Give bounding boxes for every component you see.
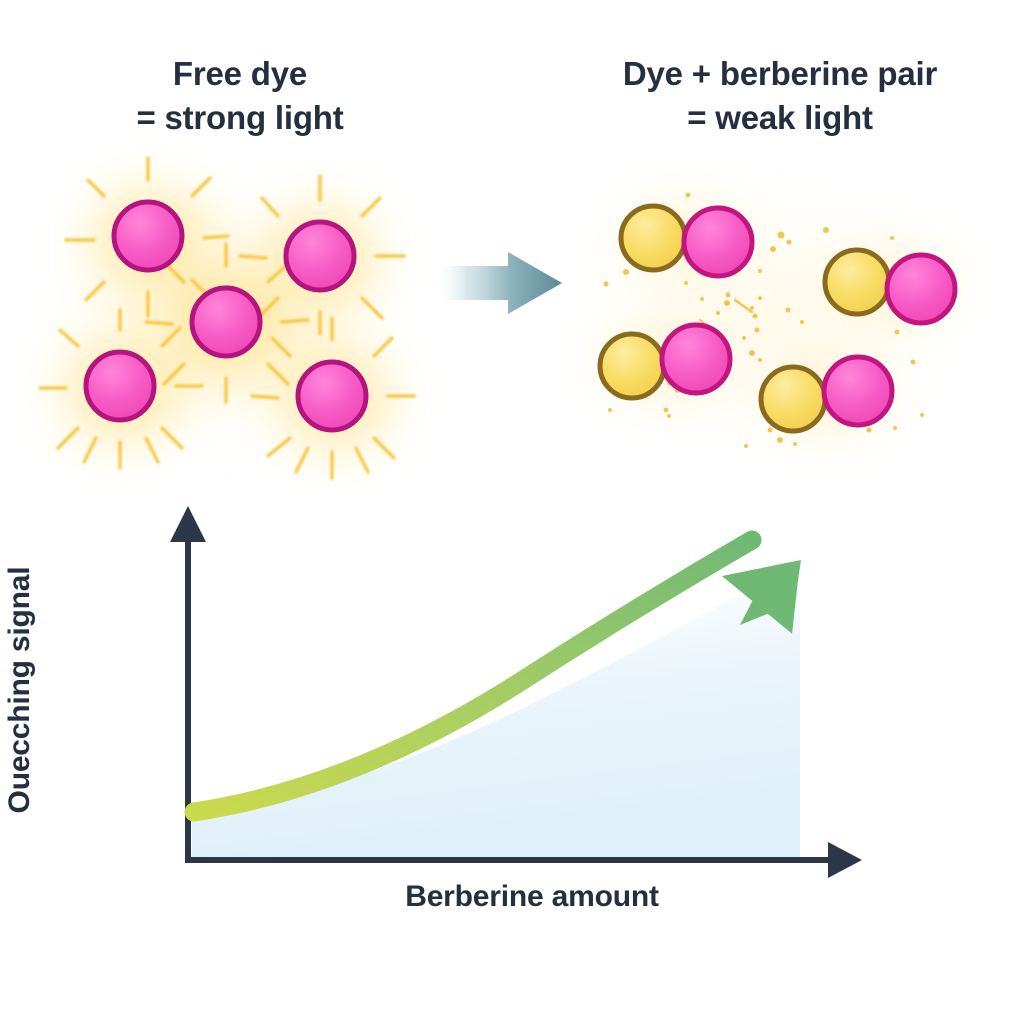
dye-particle <box>111 199 185 273</box>
trend-curve <box>184 530 762 822</box>
dye-particle <box>83 349 157 423</box>
dye-berberine-pair <box>597 322 733 401</box>
trend-arrow <box>184 530 801 822</box>
dye-particle <box>189 285 263 359</box>
dye-berberine-pair <box>758 354 895 434</box>
free-dye-rays <box>38 156 416 480</box>
chart-area-fill <box>192 562 800 858</box>
dye-particle <box>283 219 357 293</box>
chart-y-axis-label: Ouecching signal <box>3 566 36 814</box>
dye-berberine-pair <box>618 203 755 279</box>
dye-particle <box>884 252 958 326</box>
x-axis-arrowhead <box>828 842 862 878</box>
y-axis-arrowhead <box>170 506 206 542</box>
chart-x-axis-label: Berberine amount <box>405 880 659 913</box>
free-dye-particles <box>83 199 369 433</box>
dye-berberine-pair <box>822 247 958 326</box>
dye-particle <box>681 205 755 279</box>
trend-arrowhead-solid <box>722 560 801 632</box>
dye-berberine-pairs <box>597 203 958 434</box>
dye-particle <box>821 354 895 428</box>
chart-axes <box>170 506 862 878</box>
left-panel-title: Free dye = strong light <box>136 55 344 136</box>
dye-particle <box>659 322 733 396</box>
right-panel-title: Dye + berberine pair = weak light <box>622 55 938 136</box>
dye-particle <box>295 359 369 433</box>
transition-arrow <box>435 252 562 314</box>
